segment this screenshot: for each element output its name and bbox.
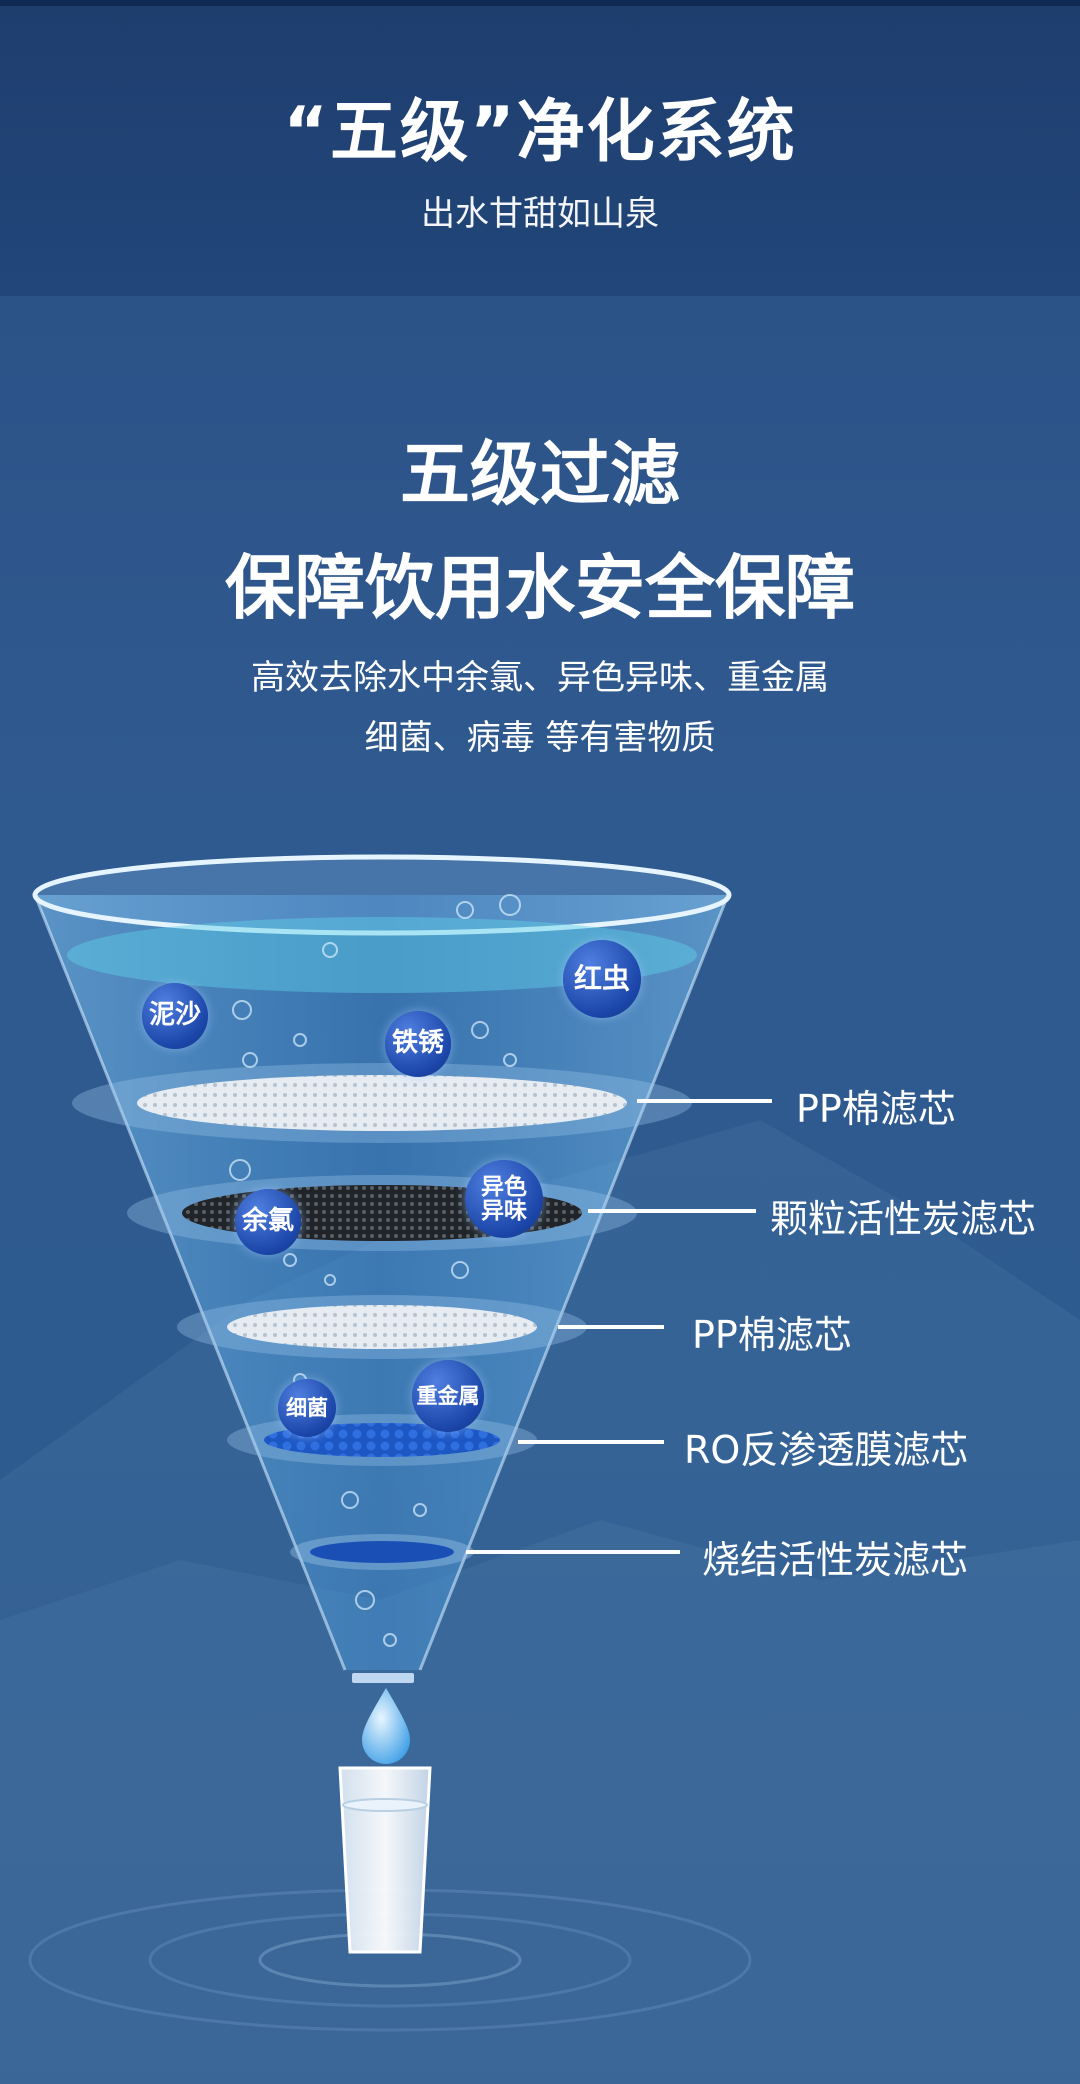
- glass-water-line: [342, 1798, 428, 1812]
- water-surface: [67, 917, 697, 993]
- header-banner: “五级”净化系统 出水甘甜如山泉: [0, 6, 1080, 296]
- top-border: [0, 0, 1080, 6]
- filter-label-sintered-carbon: 烧结活性炭滤芯: [702, 1538, 969, 1582]
- headline-line2: 保障饮用水安全保障: [225, 547, 855, 629]
- contaminant-bubble-sand: 泥沙: [142, 983, 208, 1049]
- pp-cotton-layer-1: [137, 1075, 627, 1131]
- header-subtitle: 出水甘甜如山泉: [421, 194, 659, 234]
- funnel-edges: [33, 894, 730, 1671]
- filter-label-ro: RO反渗透膜滤芯: [684, 1428, 969, 1472]
- funnel-rim: [32, 854, 732, 936]
- pp-cotton-layer-2: [227, 1305, 537, 1349]
- water-drop-icon: [362, 1688, 410, 1764]
- funnel-nozzle: [352, 1673, 414, 1683]
- filter-label-pp-1: PP棉滤芯: [796, 1087, 956, 1131]
- contaminant-bubble-rust: 铁锈: [385, 1011, 451, 1077]
- contaminant-bubble-heavy-metal: 重金属: [412, 1360, 484, 1432]
- filter-label-pp-2: PP棉滤芯: [692, 1313, 852, 1357]
- sintered-carbon-layer: [310, 1541, 454, 1563]
- header-title: “五级”净化系统: [283, 93, 797, 172]
- headline-line1: 五级过滤: [400, 433, 680, 515]
- mountain-shape-front: [0, 1520, 1080, 2084]
- water-glass: [338, 1766, 432, 1954]
- contaminant-bubble-bacteria: 细菌: [278, 1379, 336, 1437]
- description-line2: 细菌、病毒 等有害物质: [364, 718, 716, 758]
- contaminant-bubble-odor: 异色异味: [465, 1160, 543, 1238]
- leader-lines: [466, 1099, 772, 1554]
- filter-label-carbon-granule: 颗粒活性炭滤芯: [770, 1197, 1037, 1241]
- description-line1: 高效去除水中余氯、异色异味、重金属: [251, 658, 829, 698]
- contaminant-bubble-chlorine: 余氯: [235, 1189, 301, 1255]
- contaminant-bubble-red-worm: 红虫: [563, 940, 641, 1018]
